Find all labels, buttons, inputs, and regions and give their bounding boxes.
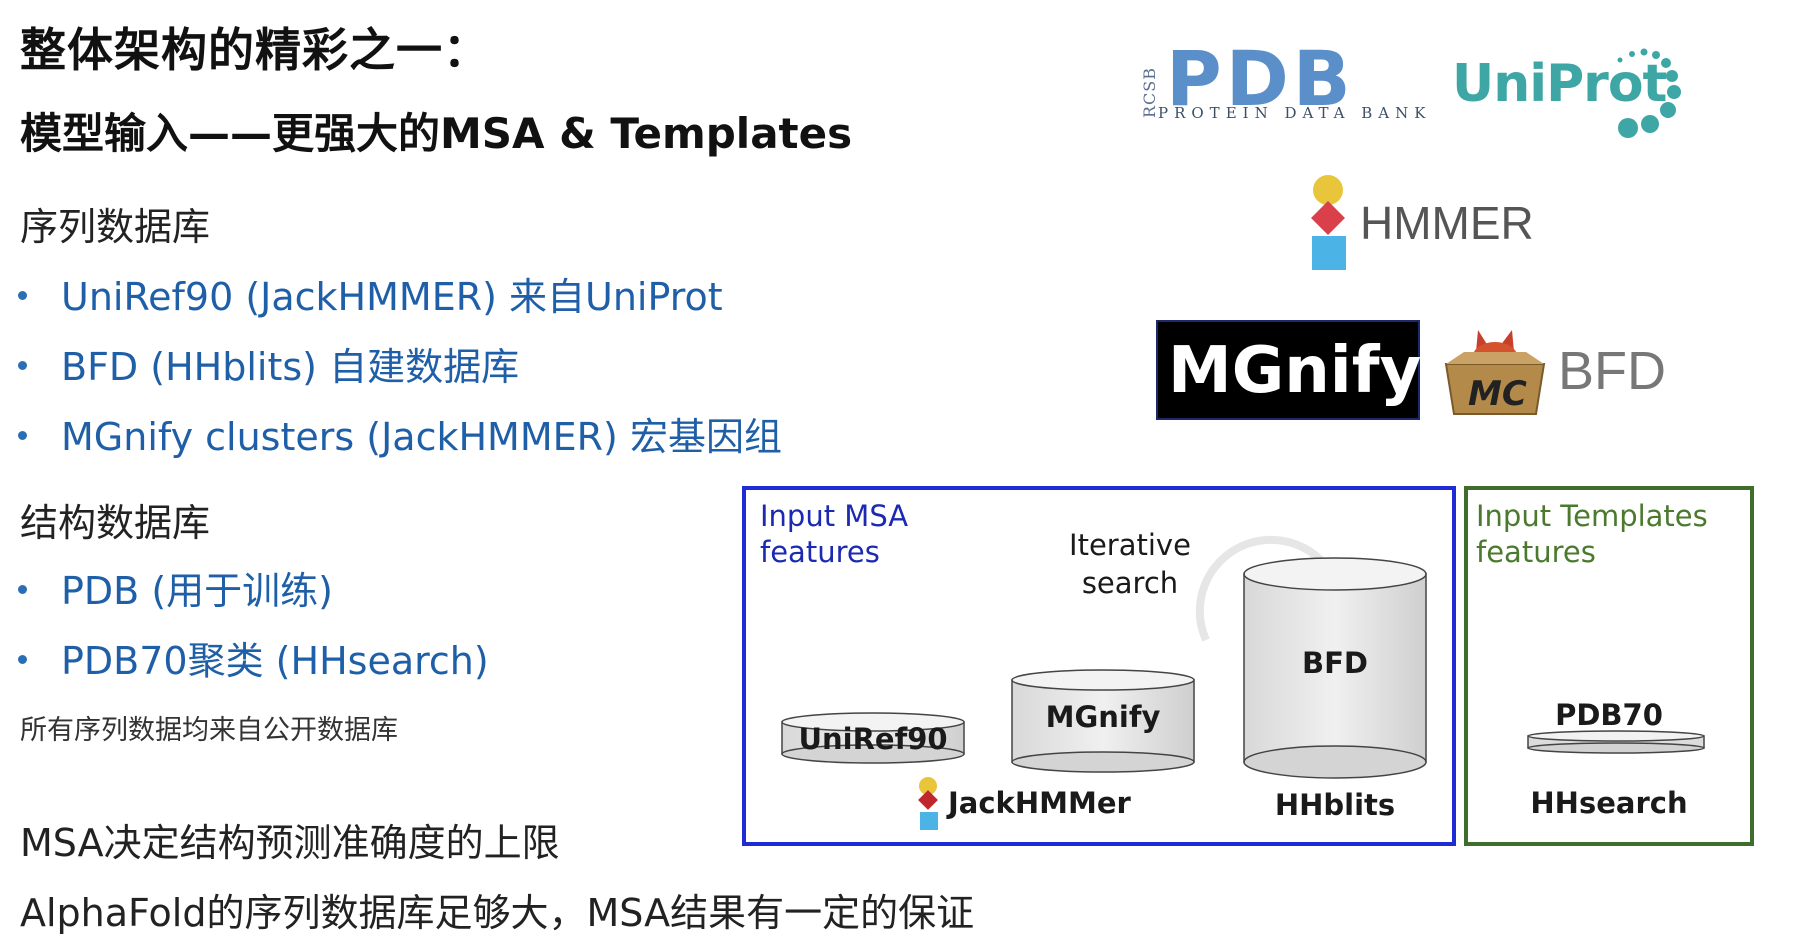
bullet-pdb70: PDB70聚类 (HHsearch) — [18, 630, 489, 685]
mgnify-logo-wordmark: MGnify — [1168, 334, 1422, 408]
tpl-box-title-line2: features — [1476, 535, 1596, 569]
msa-box-title-line2: features — [760, 535, 880, 569]
bullet-text: MGnify clusters (JackHMMER) 宏基因组 — [61, 415, 782, 459]
bfd-fox-box-icon — [1444, 330, 1546, 415]
bullet-text: PDB (用于训练) — [61, 569, 333, 613]
database-cylinders — [781, 535, 1427, 830]
input-msa-features-box: Input MSA features Iterative search — [742, 486, 1456, 846]
hhblits-label: HHblits — [1274, 788, 1396, 822]
slide-subtitle: 模型输入——更强大的MSA & Templates — [20, 109, 853, 158]
jackhmmer-label: JackHMMer — [948, 786, 1131, 820]
bfd-logo-wordmark: BFD — [1558, 341, 1666, 401]
pdb-logo-subtitle: PROTEIN DATA BANK — [1158, 104, 1432, 122]
hmmer-shapes-icon — [1311, 175, 1346, 270]
bfd-logo: MC BFD — [1440, 322, 1670, 422]
iterative-label-line2: search — [1081, 566, 1179, 600]
structure-db-heading: 结构数据库 — [20, 501, 211, 545]
mgnify-label: MGnify — [1045, 700, 1161, 734]
bfd-label: BFD — [1302, 646, 1368, 680]
conclusion-2: AlphaFold的序列数据库足够大，MSA结果有一定的保证 — [20, 891, 975, 935]
msa-box-title-line1: Input MSA — [760, 499, 909, 533]
bullet-dot-icon — [18, 655, 27, 664]
uniref90-cylinder — [781, 712, 965, 764]
pdb70-label: PDB70 — [1555, 698, 1663, 732]
uniref90-label: UniRef90 — [798, 722, 948, 756]
uniprot-dots-icon — [1617, 48, 1681, 138]
bullet-dot-icon — [18, 431, 27, 440]
tpl-box-title-line1: Input Templates — [1476, 499, 1708, 533]
mgnify-logo: MGnify — [1156, 320, 1422, 420]
bullet-uniref90: UniRef90 (JackHMMER) 来自UniProt — [18, 266, 723, 321]
bullet-bfd: BFD (HHblits) 自建数据库 — [18, 336, 519, 391]
hmmer-logo-wordmark: HMMER — [1360, 197, 1534, 249]
pdb-logo-wordmark: PDB — [1166, 34, 1355, 123]
bfd-cylinder — [1243, 557, 1427, 779]
hmmer-logo: HMMER — [1306, 174, 1546, 280]
bullet-dot-icon — [18, 361, 27, 370]
sequence-db-heading: 序列数据库 — [20, 205, 211, 249]
hhsearch-label: HHsearch — [1530, 786, 1688, 820]
bfd-badge-text: MC — [1468, 374, 1527, 414]
bullet-pdb: PDB (用于训练) — [18, 560, 333, 615]
bullet-text: PDB70聚类 (HHsearch) — [61, 639, 489, 683]
bullet-text: BFD (HHblits) 自建数据库 — [61, 345, 520, 389]
iterative-arrow-icon — [1195, 535, 1340, 642]
iterative-search-label: Iterative search — [1042, 526, 1218, 602]
pdb-logo-rcsb: RCSB — [1140, 66, 1159, 118]
bullet-mgnify: MGnify clusters (JackHMMER) 宏基因组 — [18, 406, 782, 461]
input-templates-features-box: Input Templates features PDB70 HHsearch — [1464, 486, 1754, 846]
pdb-logo: RCSB PDB PROTEIN DATA BANK — [1140, 34, 1432, 128]
mgnify-cylinder — [1011, 669, 1195, 773]
conclusion-1: MSA决定结构预测准确度的上限 — [20, 821, 560, 865]
slide-title: 整体架构的精彩之一： — [20, 23, 490, 77]
bullet-dot-icon — [18, 585, 27, 594]
jackhmmer-icon — [918, 777, 938, 830]
uniprot-logo-wordmark: UniProt — [1452, 54, 1667, 114]
uniprot-logo: UniProt — [1452, 46, 1692, 146]
source-note: 所有序列数据均来自公开数据库 — [20, 715, 398, 746]
pdb70-disk — [1527, 730, 1705, 754]
bullet-text: UniRef90 (JackHMMER) 来自UniProt — [61, 275, 723, 319]
iterative-label-line1: Iterative — [1069, 528, 1191, 562]
bullet-dot-icon — [18, 291, 27, 300]
